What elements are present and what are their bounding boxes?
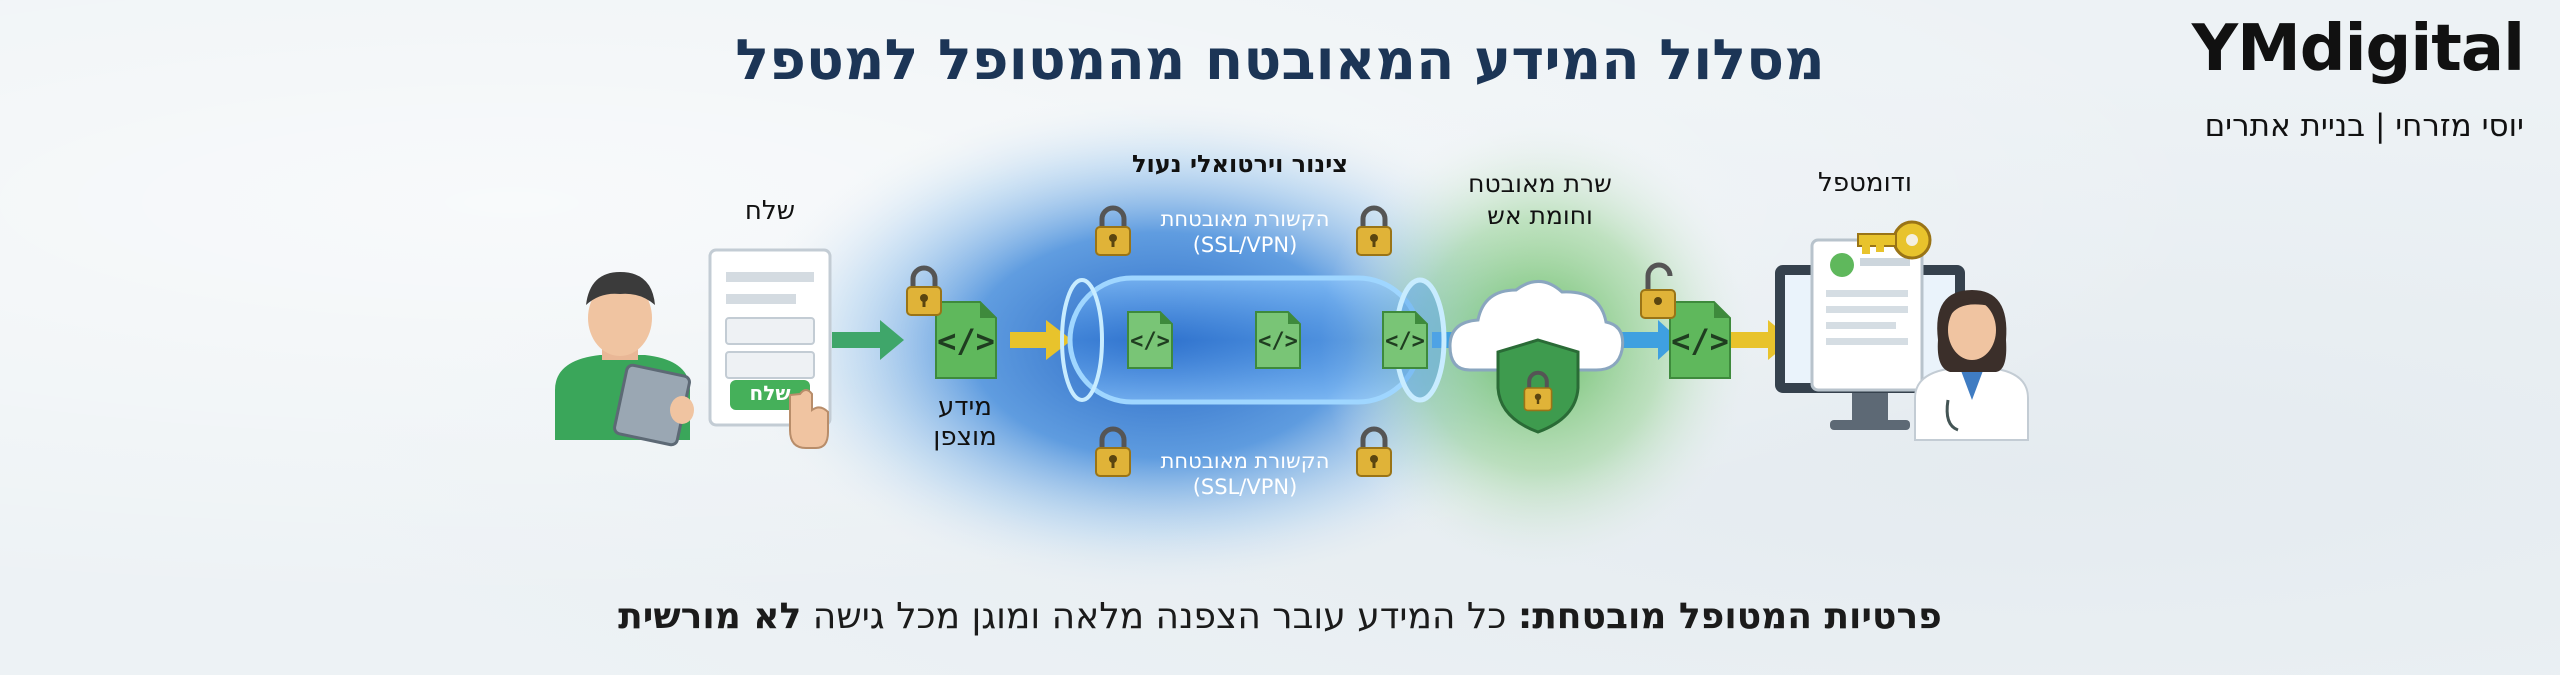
server-label-line1: שרת מאובטח: [1468, 169, 1612, 198]
footer-bold-suffix: לא מורשית: [618, 596, 802, 637]
key-icon: [1857, 220, 1932, 260]
encrypted-data-label: מידע מוצפן: [900, 392, 1030, 452]
decrypted-file-icon: [1669, 301, 1731, 379]
tunnel-file-icon: [1382, 311, 1428, 369]
ssl-bottom-label: הקשורת מאובטחת (SSL/VPN): [1130, 448, 1360, 500]
encrypted-data-label-line1: מידע: [938, 392, 992, 422]
cloud-server-icon: [1448, 280, 1625, 372]
ssl-bottom-line2: (SSL/VPN): [1192, 475, 1298, 499]
ssl-bottom-line1: הקשורת מאובטחת: [1160, 449, 1330, 473]
doctor-avatar-icon: [1914, 290, 2029, 441]
shield-icon: [1496, 338, 1580, 434]
open-lock-icon: [1640, 262, 1676, 319]
tunnel-label: צינור וירטואלי נעול: [1132, 150, 1348, 178]
arrow-form-to-file: [832, 320, 904, 360]
ssl-top-line1: הקשורת מאובטחת: [1160, 207, 1330, 231]
server-label: שרת מאובטח וחומת אש: [1440, 168, 1640, 232]
brand-subtitle: יוסי מזרחי | בניית אתרים: [2204, 108, 2524, 144]
medical-record-icon: [1810, 238, 1924, 392]
footer-text: כל המידע עובר הצפנה מלאה ומוגן מכל גישה: [801, 596, 1518, 637]
footer-bold-prefix: פרטיות המטופל מובטחת:: [1517, 596, 1942, 637]
tunnel-file-icon: [1255, 311, 1301, 369]
page-title: מסלול המידע המאובטח מהמטופל למטפל: [735, 28, 1825, 93]
receiver-label: ודומטפל: [1818, 168, 1912, 198]
encrypted-data-label-line2: מוצפן: [933, 422, 997, 452]
server-label-line2: וחומת אש: [1487, 201, 1593, 230]
encrypted-file-icon: [935, 301, 997, 379]
ssl-top-line2: (SSL/VPN): [1192, 233, 1298, 257]
patient-avatar-icon: [555, 272, 694, 447]
sender-label: שלח: [744, 196, 796, 226]
arrow-file-to-tunnel: [1010, 320, 1072, 360]
brand-logo: YMdigital: [2191, 12, 2525, 86]
ssl-top-label: הקשורת מאובטחת (SSL/VPN): [1130, 206, 1360, 258]
footer-note: פרטיות המטופל מובטחת: כל המידע עובר הצפנ…: [300, 596, 2260, 637]
send-button-label[interactable]: שלח: [749, 381, 791, 405]
tunnel-file-icon: [1127, 311, 1173, 369]
hand-cursor-icon: [789, 389, 829, 449]
